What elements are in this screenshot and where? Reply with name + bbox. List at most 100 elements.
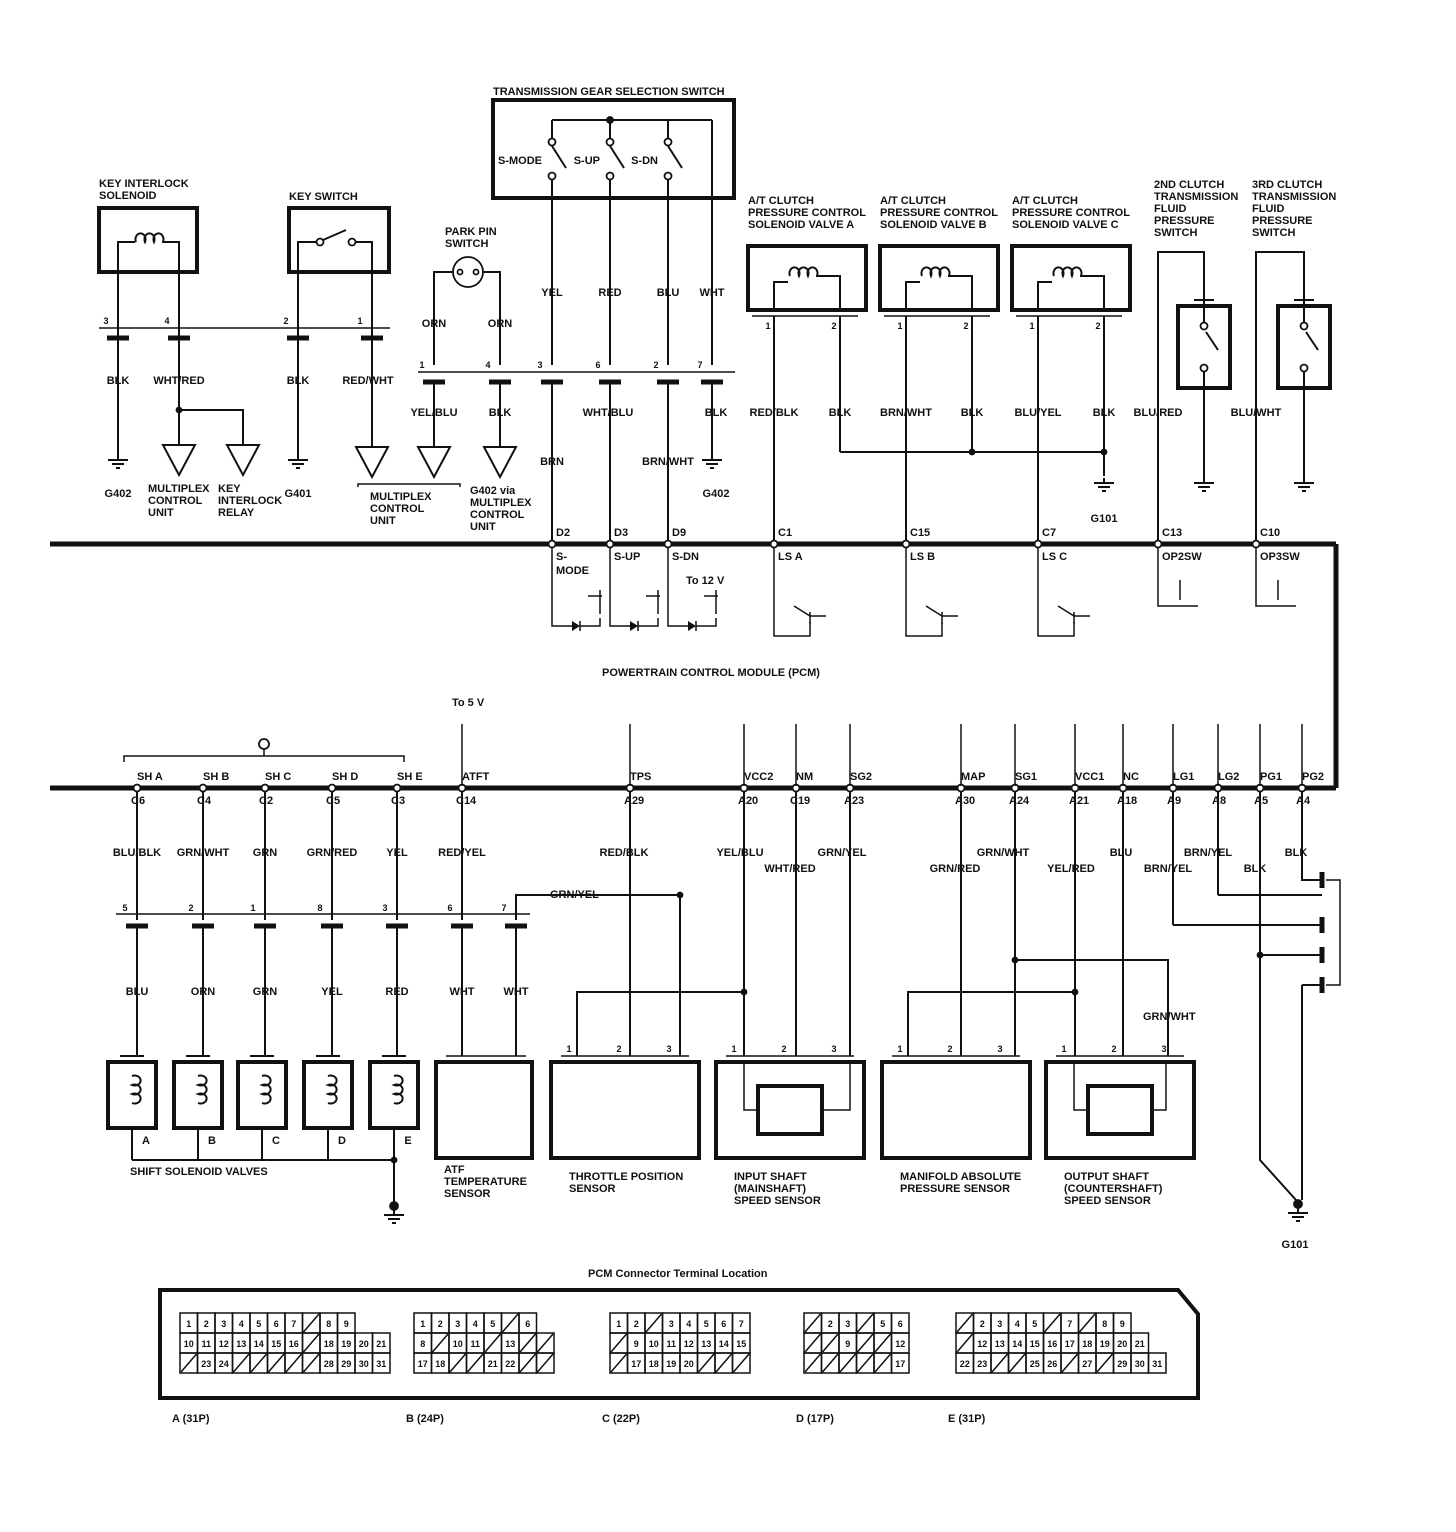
key-switch-title: KEY SWITCH (289, 191, 358, 203)
connector-cell-number: 24 (219, 1359, 229, 1369)
switch-contact (547, 171, 557, 181)
connector-cell-blank (804, 1353, 822, 1373)
sensor-title: (MAINSHAFT) (734, 1183, 806, 1195)
connector-pin-number: 3 (103, 316, 108, 326)
connector-cell-number: 14 (719, 1339, 729, 1349)
sensor-pin: 1 (731, 1044, 736, 1054)
connector-cell-blank (519, 1333, 537, 1353)
connector-pin-number: 1 (250, 903, 255, 913)
park-pin-contact (456, 268, 464, 276)
pcm-pin: A29 (624, 795, 644, 807)
g402via-load (482, 446, 518, 480)
sensor-pin: 3 (997, 1044, 1002, 1054)
connector-cell (371, 1352, 391, 1374)
pcm-pin: D9 (672, 527, 686, 539)
solenoid-box (746, 244, 868, 312)
solenoid-box (1010, 244, 1132, 312)
wire-label: BLK (829, 407, 852, 419)
gear-switch-wire-label: RED (598, 287, 621, 299)
connector-cell-blank (874, 1333, 892, 1353)
connector-cell-blank (821, 1353, 839, 1373)
connector-cell-number: 5 (880, 1319, 885, 1329)
connector-cell-blank (232, 1353, 250, 1373)
gear-switch-wire-label: BLU (657, 287, 680, 299)
connector-cell-blank (302, 1353, 320, 1373)
connector-cell-number: 3 (221, 1319, 226, 1329)
connector-cell-blank (1061, 1353, 1079, 1373)
pressure-switch-title: FLUID (1252, 203, 1284, 215)
wire-label: WHT/BLU (583, 407, 634, 419)
valve-pin: 1 (1029, 321, 1034, 331)
wire-label: GRN/YEL (550, 889, 599, 901)
connector-cell-number: 3 (455, 1319, 460, 1329)
connector-cell-number: 21 (488, 1359, 498, 1369)
connector-cell-number: 18 (324, 1339, 334, 1349)
connector-cell-number: 1 (186, 1319, 191, 1329)
key-switch-contact (315, 237, 325, 247)
key-switch-wire (356, 241, 373, 272)
connector-cell (1147, 1352, 1167, 1374)
gear-switch-contact-label: S-DN (631, 155, 658, 167)
sensor-title: PRESSURE SENSOR (900, 1183, 1010, 1195)
connector-pin-number: 2 (283, 316, 288, 326)
switch-contact (663, 171, 673, 181)
connector-cell-blank (536, 1333, 554, 1353)
pcm-signal: PG2 (1302, 771, 1324, 783)
connector-cell-number: 15 (736, 1339, 746, 1349)
connector-cell-blank (302, 1313, 320, 1333)
shift-solenoid-coil (129, 1074, 142, 1105)
wire-label: GRN (253, 847, 278, 859)
wire-label: BLK (107, 375, 130, 387)
key-switch-wire (297, 241, 316, 272)
key-switch-contact (347, 237, 357, 247)
connector-cell-number: 29 (341, 1359, 351, 1369)
connector-pin-number: 6 (447, 903, 452, 913)
wire-label: GRN/YEL (818, 847, 867, 859)
solenoid-wire (905, 281, 920, 310)
pcm-terminal (663, 539, 673, 549)
grnyel-wire (515, 894, 680, 920)
wire-label: GRN/WHT (977, 847, 1030, 859)
sensor-title: OUTPUT SHAFT (1064, 1171, 1149, 1183)
connector-cell-number: 13 (505, 1339, 515, 1349)
solenoid-coil (920, 266, 951, 279)
pcm-signal: TPS (630, 771, 651, 783)
sensor-pin: 1 (897, 1044, 902, 1054)
wire-label: RED (385, 986, 408, 998)
valves-title: SHIFT SOLENOID VALVES (130, 1166, 268, 1178)
connector-cell-number: 13 (236, 1339, 246, 1349)
pressure-switch-title: PRESSURE (1252, 215, 1313, 227)
pcm-internal (1037, 548, 1075, 637)
connector-cell-number: 5 (256, 1319, 261, 1329)
pcm-signal: LS A (778, 551, 803, 563)
ground-label: G402 (703, 488, 730, 500)
connector-cell-number: 15 (271, 1339, 281, 1349)
load-label: CONTROL (470, 509, 525, 521)
oss-inner (1073, 1062, 1088, 1111)
wire-label: GRN (253, 986, 278, 998)
connector-pin-number: 7 (697, 360, 702, 370)
connector-cell-number: 21 (1135, 1339, 1145, 1349)
connector-cell-blank (821, 1333, 839, 1353)
connector-cell-number: 2 (438, 1319, 443, 1329)
connector-pin-number: 5 (122, 903, 127, 913)
pcm-pin: C7 (1042, 527, 1056, 539)
connector-cell-number: 31 (1152, 1359, 1162, 1369)
switch-blade (667, 145, 683, 169)
wire-label: YEL (321, 986, 343, 998)
connector-cell-number: 2 (634, 1319, 639, 1329)
pcm-internal (580, 618, 601, 627)
solenoid-title: SOLENOID VALVE A (748, 219, 854, 231)
atf-title: TEMPERATURE (444, 1176, 527, 1188)
pcm-terminal (901, 539, 911, 549)
pcm-pin: C14 (456, 795, 477, 807)
connector-cell-blank (1096, 1353, 1114, 1373)
load-label: MULTIPLEX (370, 491, 432, 503)
pcm-terminal (392, 783, 402, 793)
pressure-wire (1255, 251, 1305, 544)
connector-cell (535, 1352, 555, 1374)
wire-label: WHT (503, 986, 528, 998)
valve-letter: B (208, 1135, 216, 1147)
solenoid-title: SOLENOID VALVE C (1012, 219, 1119, 231)
connector-cell-blank (536, 1353, 554, 1373)
